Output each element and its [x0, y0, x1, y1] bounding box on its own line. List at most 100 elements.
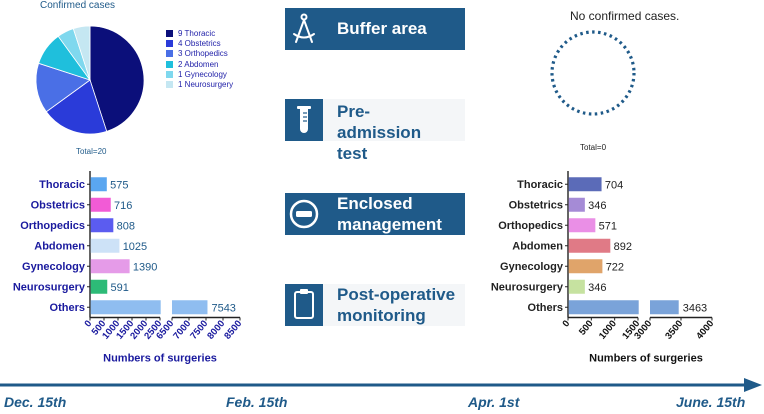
- pie-slice-1: [45, 79, 108, 135]
- legend-item: 1 Gynecology: [166, 70, 233, 80]
- legend-swatch: [166, 50, 173, 58]
- x-axis-title: Numbers of surgeries: [103, 353, 217, 365]
- x-tick-label: 500: [577, 318, 596, 337]
- legend-label: 4 Obstetrics: [178, 38, 221, 48]
- category-label: Others: [528, 302, 563, 314]
- legend-swatch: [166, 29, 173, 37]
- timeline-label-jun: June. 15th: [676, 394, 746, 410]
- timeline-label-apr: Apr. 1st: [468, 394, 520, 410]
- legend-label: 3 Orthopedics: [178, 49, 228, 59]
- category-label: Others: [50, 302, 85, 314]
- legend-item: 9 Thoracic: [166, 28, 233, 38]
- value-label: 808: [117, 220, 135, 232]
- bar: [568, 197, 585, 212]
- legend-label: 2 Abdomen: [178, 59, 219, 69]
- bar: [568, 279, 585, 294]
- bar: [90, 218, 114, 233]
- category-label: Gynecology: [500, 261, 564, 273]
- category-label: Thoracic: [39, 179, 85, 191]
- category-label: Obstetrics: [509, 199, 563, 211]
- legend-swatch: [166, 81, 173, 89]
- step-enclosed-management: Enclosed management: [285, 193, 465, 235]
- legend-swatch: [166, 71, 173, 79]
- bar: [90, 259, 130, 274]
- category-label: Gynecology: [22, 261, 86, 273]
- category-label: Neurosurgery: [13, 281, 86, 293]
- category-label: Obstetrics: [31, 199, 85, 211]
- x-tick-label: 0: [82, 318, 94, 329]
- x-tick-label: 4000: [694, 318, 716, 341]
- x-tick-label: 3500: [663, 318, 685, 341]
- left-pie-total: Total=20: [76, 147, 107, 156]
- bar: [568, 238, 611, 253]
- x-tick-label: 1000: [597, 318, 619, 341]
- pie-slice-0: [89, 25, 145, 132]
- bar-part-2: [650, 300, 679, 315]
- timeline-label-dec: Dec. 15th: [4, 394, 67, 410]
- bar: [90, 279, 108, 294]
- right-pie-empty-circle: [550, 30, 636, 116]
- category-label: Orthopedics: [20, 220, 85, 232]
- legend-item: 1 Neurosurgery: [166, 80, 233, 90]
- bar-part-2: [172, 300, 208, 315]
- x-tick-label: 7000: [171, 318, 193, 341]
- bar: [568, 218, 596, 233]
- legend-swatch: [166, 60, 173, 68]
- left-pie-chart: [35, 25, 145, 135]
- value-label: 704: [605, 179, 623, 191]
- value-label: 722: [606, 261, 624, 273]
- right-pie-title: No confirmed cases.: [570, 9, 680, 23]
- value-label: 7543: [211, 302, 235, 314]
- step-label: Enclosed management: [337, 194, 442, 234]
- no-entry-icon: [285, 193, 323, 235]
- timeline-arrow: [0, 378, 762, 392]
- pie-slice-5: [72, 25, 91, 81]
- bar: [568, 177, 602, 192]
- bar: [568, 259, 603, 274]
- value-label: 1025: [123, 241, 147, 253]
- test-tube-icon: [285, 99, 323, 141]
- category-label: Orthopedics: [498, 220, 563, 232]
- timeline-label-feb: Feb. 15th: [226, 394, 288, 410]
- legend-label: 9 Thoracic: [178, 28, 216, 38]
- value-label: 3463: [683, 302, 707, 314]
- bar: [90, 197, 111, 212]
- step-label: Buffer area: [337, 19, 427, 38]
- legend-item: 4 Obstetrics: [166, 38, 233, 48]
- value-label: 716: [114, 200, 132, 212]
- value-label: 892: [614, 241, 632, 253]
- category-label: Abdomen: [512, 240, 563, 252]
- x-axis-title: Numbers of surgeries: [589, 353, 703, 365]
- x-tick-label: 8500: [222, 318, 244, 341]
- x-tick-label: 7500: [188, 318, 210, 341]
- value-label: 346: [588, 200, 606, 212]
- value-label: 591: [111, 282, 129, 294]
- legend-label: 1 Gynecology: [178, 70, 227, 80]
- category-label: Thoracic: [517, 179, 563, 191]
- legend-swatch: [166, 39, 173, 47]
- value-label: 1390: [133, 261, 157, 273]
- step-buffer-area: Buffer area: [285, 8, 465, 50]
- value-label: 575: [110, 179, 128, 191]
- bar-part-1: [90, 300, 161, 315]
- x-tick-label: 0: [560, 318, 572, 329]
- right-pie-total: Total=0: [580, 143, 607, 152]
- pie-slice-2: [35, 62, 91, 113]
- bar-part-1: [568, 300, 639, 315]
- legend-item: 3 Orthopedics: [166, 49, 233, 59]
- category-label: Abdomen: [34, 240, 85, 252]
- clipboard-icon: [285, 284, 323, 326]
- step-pre-admission-test: Pre-admission test: [285, 99, 465, 163]
- legend-label: 1 Neurosurgery: [178, 80, 234, 90]
- x-tick-label: 8000: [205, 318, 227, 341]
- step-label: Pre-admission test: [337, 102, 422, 163]
- step-label: Post-operative monitoring: [337, 285, 456, 325]
- value-label: 571: [599, 220, 617, 232]
- bar: [90, 238, 120, 253]
- bar: [90, 177, 107, 192]
- legend-item: 2 Abdomen: [166, 59, 233, 69]
- value-label: 346: [588, 282, 606, 294]
